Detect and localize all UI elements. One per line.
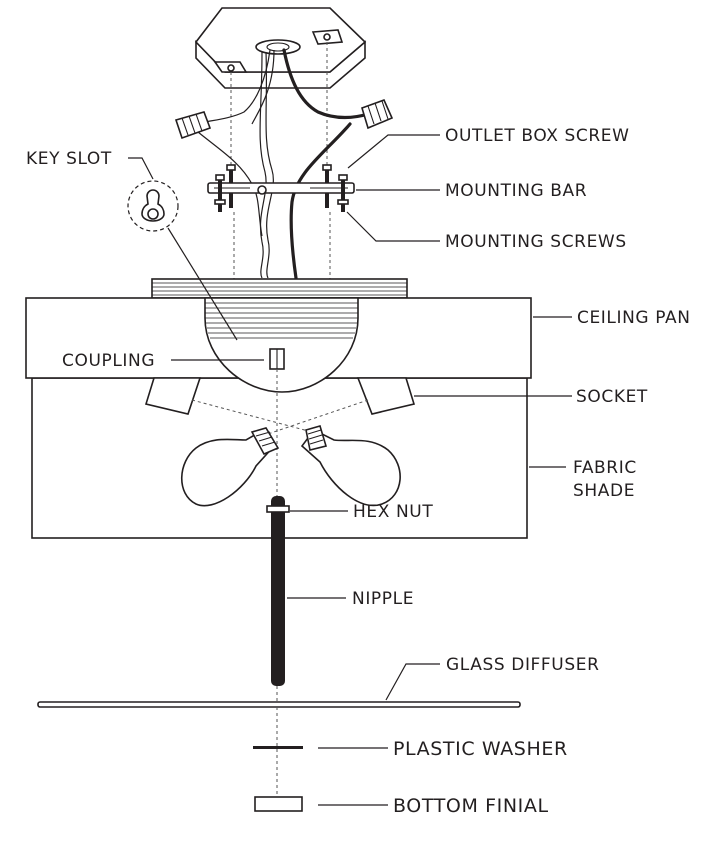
key-slot-detail xyxy=(127,180,179,232)
label-fabric-shade-line1: FABRIC xyxy=(573,458,637,478)
nipple xyxy=(271,496,285,686)
glass-diffuser xyxy=(37,701,521,708)
plastic-washer xyxy=(253,746,303,749)
bottom-finial xyxy=(254,796,303,812)
label-outlet-box-screw: OUTLET BOX SCREW xyxy=(445,126,630,146)
socket-left xyxy=(144,377,202,415)
label-hex-nut: HEX NUT xyxy=(353,502,433,522)
outlet-box xyxy=(194,7,367,89)
label-nipple: NIPPLE xyxy=(352,589,414,609)
label-fabric-shade-line2: SHADE xyxy=(573,481,635,501)
label-ceiling-pan: CEILING PAN xyxy=(577,308,691,328)
leader-lines xyxy=(128,134,572,806)
mounting-bar xyxy=(207,182,355,195)
bulb-left xyxy=(181,427,280,507)
label-bottom-finial: BOTTOM FINIAL xyxy=(393,795,549,817)
socket-right xyxy=(356,377,416,415)
bulb-right xyxy=(300,425,401,507)
outlet-box-tab-left xyxy=(213,61,248,73)
wire-nut-left xyxy=(174,111,212,140)
label-key-slot: KEY SLOT xyxy=(26,149,112,169)
label-coupling: COUPLING xyxy=(62,351,155,371)
label-glass-diffuser: GLASS DIFFUSER xyxy=(446,655,600,675)
label-mounting-screws: MOUNTING SCREWS xyxy=(445,232,627,252)
ceiling-pan-rim xyxy=(151,278,408,299)
wire-nut-right xyxy=(361,98,394,130)
outlet-box-tab-right xyxy=(311,29,344,45)
hex-nut xyxy=(266,505,290,513)
mounting-screw-left xyxy=(214,174,226,212)
mounting-screw-right xyxy=(337,174,349,212)
label-plastic-washer: PLASTIC WASHER xyxy=(393,738,568,760)
label-mounting-bar: MOUNTING BAR xyxy=(445,181,587,201)
label-socket: SOCKET xyxy=(576,387,648,407)
center-dome xyxy=(204,297,359,393)
